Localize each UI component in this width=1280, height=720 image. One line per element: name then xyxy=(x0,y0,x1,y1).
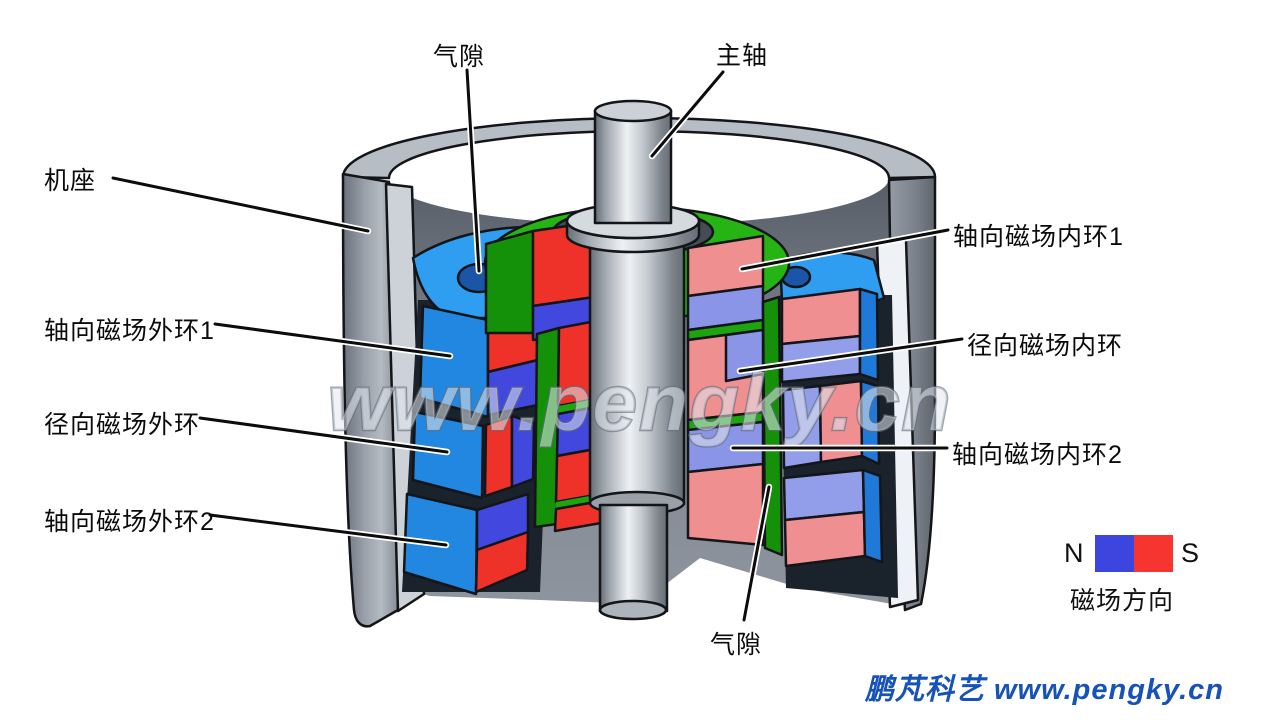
leader-frame xyxy=(111,176,370,233)
leader-axial-outer-2 xyxy=(208,513,448,547)
label-air-gap-top: 气隙 xyxy=(433,43,486,71)
label-radial-outer-ring: 径向磁场外环 xyxy=(44,411,201,439)
leader-air-gap-top xyxy=(465,68,481,273)
legend-caption: 磁场方向 xyxy=(1070,587,1175,615)
label-air-gap-bottom: 气隙 xyxy=(710,631,763,659)
studio-name: 鹏芃科艺 xyxy=(864,674,985,706)
housing-left-wall xyxy=(341,172,400,628)
label-radial-inner-ring: 径向磁场内环 xyxy=(967,332,1124,360)
label-axial-outer-ring-1: 轴向磁场外环1 xyxy=(44,317,215,345)
leader-lines xyxy=(109,66,966,624)
radial-outer-ring-front xyxy=(859,379,881,466)
label-axial-outer-ring-2: 轴向磁场外环2 xyxy=(44,508,215,536)
watermark-text: www.pengky.cn xyxy=(328,358,953,447)
rotor-green-side-left xyxy=(484,229,535,335)
shaft-top xyxy=(593,109,673,225)
label-axial-inner-ring-2: 轴向磁场内环2 xyxy=(952,441,1123,469)
main-shaft xyxy=(565,99,701,621)
axial-outer-ring-2-cut-red xyxy=(474,530,530,594)
axial-outer-ring-1-front xyxy=(418,304,490,419)
leader-axial-outer-1 xyxy=(213,322,452,358)
label-axial-inner-ring-1: 轴向磁场内环1 xyxy=(953,223,1124,251)
legend-north-label: N xyxy=(1064,538,1084,568)
leader-radial-outer xyxy=(198,416,449,454)
shaft-top-cap xyxy=(593,99,673,123)
shaft-lower xyxy=(598,503,669,613)
axial-outer-ring-2-front xyxy=(861,468,884,564)
leader-radial-inner xyxy=(738,337,964,373)
leader-air-gap-bottom xyxy=(742,485,771,622)
leader-axial-inner-1 xyxy=(740,228,950,271)
shaft-bottom-cap xyxy=(598,599,668,621)
axial-outer-ring-1-cut-pink xyxy=(780,287,862,346)
legend-south-swatch xyxy=(1134,535,1173,572)
site-signature: 鹏芃科艺 www.pengky.cn xyxy=(865,666,1224,708)
axial-inner-ring-2-red xyxy=(686,462,765,547)
label-frame: 机座 xyxy=(44,167,97,195)
label-main-shaft: 主轴 xyxy=(716,42,769,70)
legend-north-swatch xyxy=(1095,535,1134,572)
radial-outer-ring-cut-blue xyxy=(510,414,536,489)
legend-south-label: S xyxy=(1181,538,1200,568)
housing-top-rim xyxy=(341,116,937,180)
axial-outer-ring-1-front xyxy=(858,287,880,382)
leader-main-shaft xyxy=(650,70,725,158)
axial-outer-ring-2-cut-pink xyxy=(783,510,867,568)
site-url: www.pengky.cn xyxy=(993,674,1224,706)
